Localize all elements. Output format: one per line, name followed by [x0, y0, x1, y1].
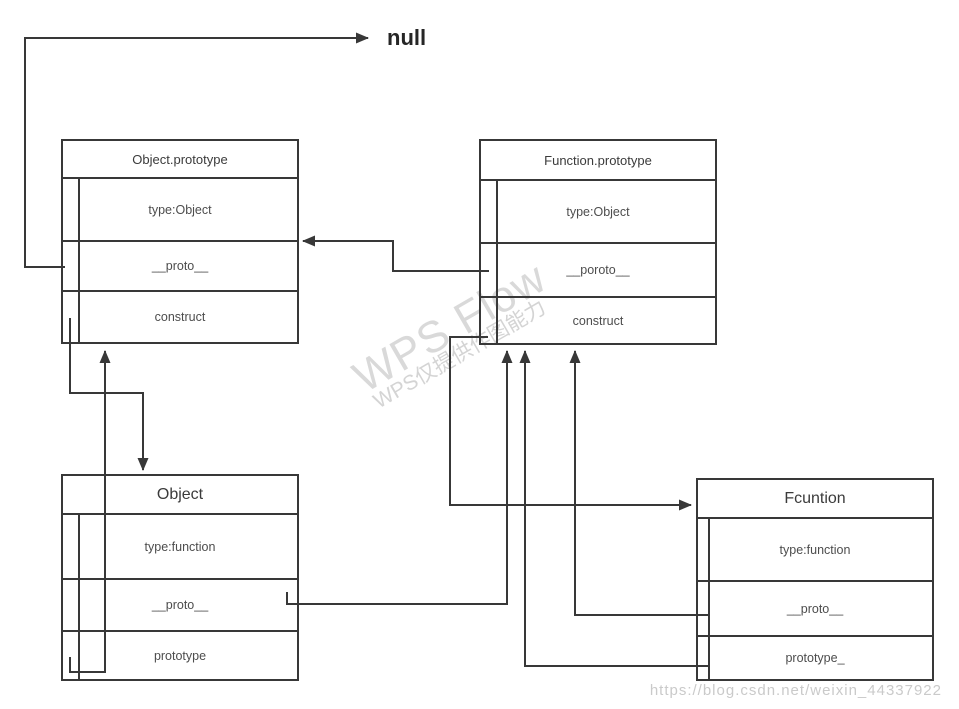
box-row-proto: __proto__: [63, 578, 297, 630]
box-title: Fcuntion: [784, 489, 846, 507]
arrow-fcuntion-proto-to-functionprototype: [569, 350, 710, 616]
box-title: Object.prototype: [132, 151, 228, 167]
csdn-url-watermark: https://blog.csdn.net/weixin_44337922: [649, 682, 942, 699]
arrow-fcuntion-prototype-to-functionprototype: [519, 350, 710, 667]
box-object: Object type:function __proto__ prototype: [61, 474, 299, 681]
box-row-proto: __proto__: [698, 580, 932, 635]
box-title: Object: [156, 485, 204, 503]
box-fcuntion: Fcuntion type:function __proto__ prototy…: [696, 478, 934, 681]
gutter-line: [78, 513, 80, 681]
gutter-line: [708, 517, 710, 681]
null-label: null: [387, 25, 427, 50]
box-row-proto: __proto__: [63, 240, 297, 290]
arrow-functionprototype-construct-to-fcuntion: [449, 336, 692, 511]
box-row-prototype: prototype_: [698, 635, 932, 679]
arrow-functionprototype-proto-to-objectprototype: [302, 235, 489, 272]
box-function-prototype: Function.prototype type:Object __poroto_…: [479, 139, 717, 345]
box-row-type: type:function: [63, 513, 297, 578]
gutter-line: [496, 179, 498, 345]
box-title: Function.prototype: [544, 152, 652, 168]
box-object-prototype: Object.prototype type:Object __proto__ c…: [61, 139, 299, 344]
box-row-construct: construct: [481, 296, 715, 343]
box-row-type: type:Object: [481, 179, 715, 242]
box-row-prototype: prototype: [63, 630, 297, 679]
box-row-proto: __poroto__: [481, 242, 715, 296]
gutter-line: [78, 177, 80, 344]
box-row-construct: construct: [63, 290, 297, 342]
box-row-type: type:Object: [63, 177, 297, 240]
box-row-type: type:function: [698, 517, 932, 580]
